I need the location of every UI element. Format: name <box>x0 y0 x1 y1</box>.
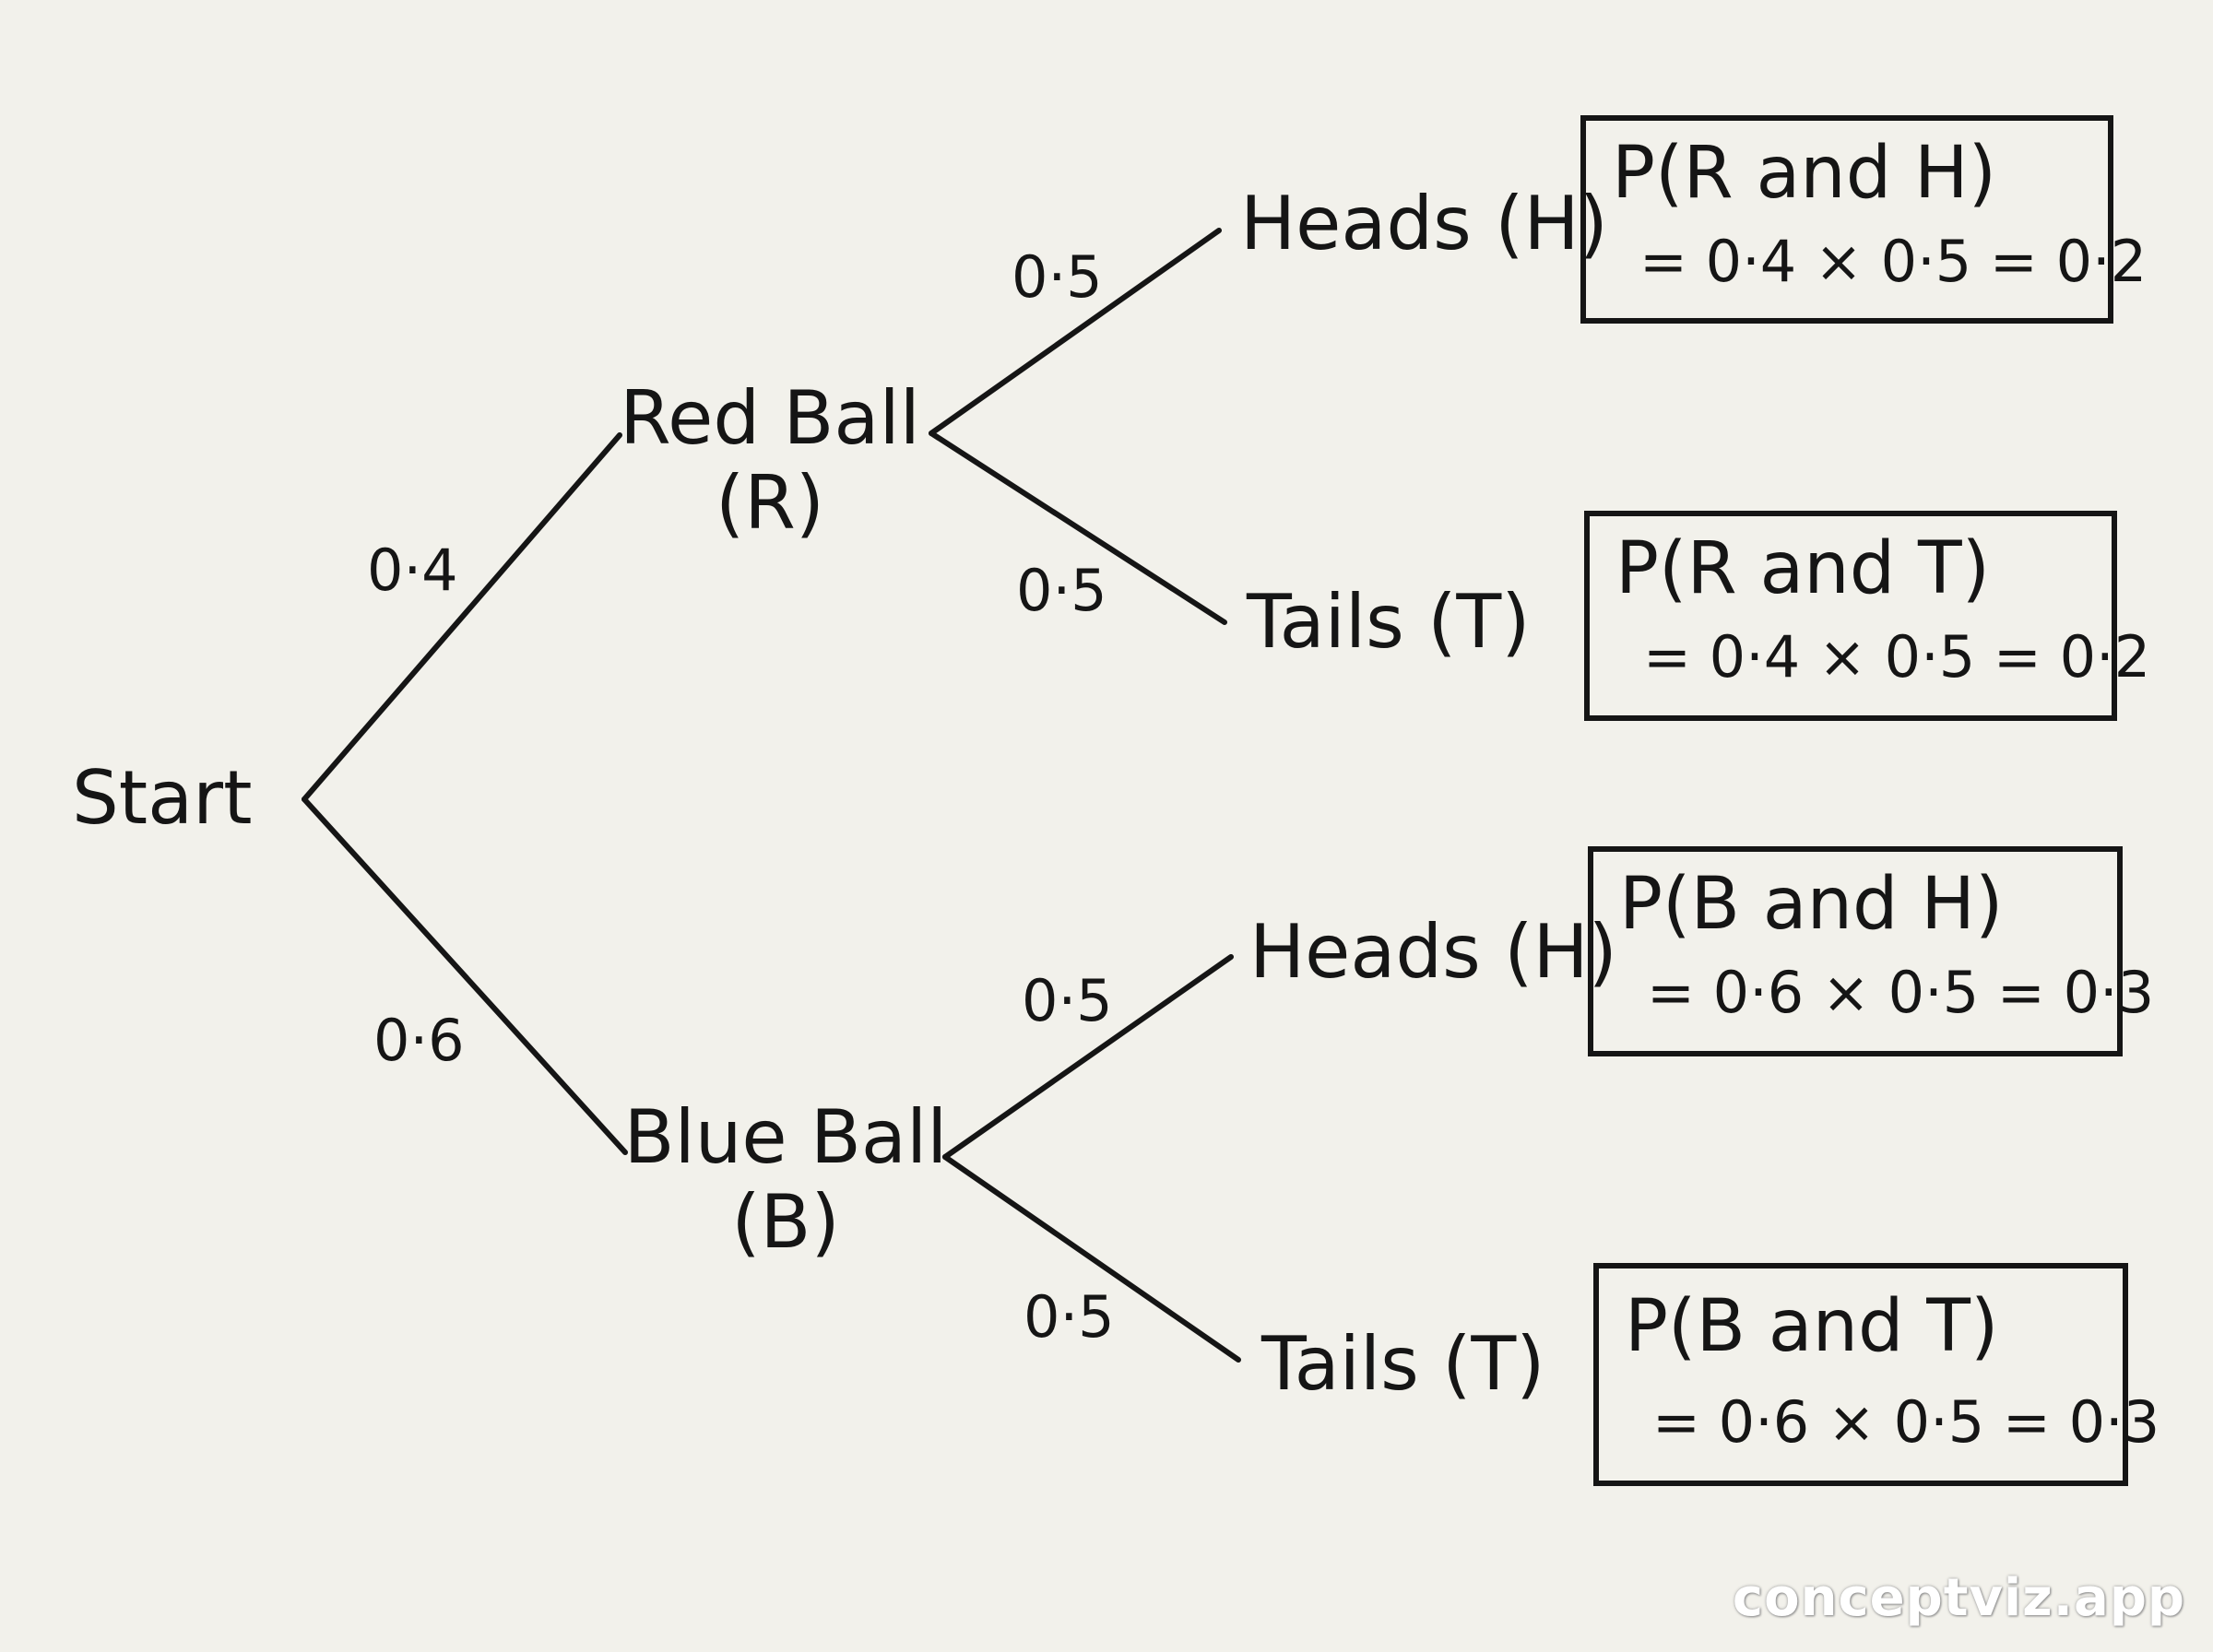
outcome-box-blue-tails: P(B and T) = 0·6 × 0·5 = 0·3 <box>1593 1263 2160 1486</box>
blue-ball-label: Blue Ball <box>623 1094 948 1180</box>
branch-start-red <box>302 432 622 802</box>
red-heads-node-label: Heads (H) <box>1240 181 1608 266</box>
red-ball-symbol: (R) <box>715 460 824 546</box>
outcome-box-blue-heads: P(B and H) = 0·6 × 0·5 = 0·3 <box>1588 846 2154 1056</box>
branch-red-heads <box>929 228 1222 436</box>
outcome-box-red-tails: P(R and T) = 0·4 × 0·5 = 0·2 <box>1584 511 2150 721</box>
prob-blue-heads: 0·5 <box>1022 967 1113 1034</box>
prob-red-ball: 0·4 <box>367 537 458 604</box>
outcome-title: P(R and T) <box>1615 527 1991 610</box>
outcome-calculation: = 0·4 × 0·5 = 0·2 <box>1639 228 2148 295</box>
prob-blue-tails: 0·5 <box>1024 1283 1115 1351</box>
outcome-box-red-heads: P(R and H) = 0·4 × 0·5 = 0·2 <box>1580 115 2147 324</box>
outcome-calculation: = 0·4 × 0·5 = 0·2 <box>1643 623 2151 690</box>
watermark-text: conceptviz.app <box>1732 1568 2185 1628</box>
branch-red-tails <box>929 431 1227 625</box>
red-ball-label: Red Ball <box>620 375 920 461</box>
outcome-title: P(R and H) <box>1612 132 1997 215</box>
outcome-calculation: = 0·6 × 0·5 = 0·3 <box>1647 959 2155 1026</box>
outcome-calculation: = 0·6 × 0·5 = 0·3 <box>1652 1388 2160 1456</box>
red-ball-node: Red Ball (R) <box>609 376 931 546</box>
red-tails-node-label: Tails (T) <box>1247 579 1531 665</box>
branch-blue-tails <box>942 1154 1241 1363</box>
prob-red-tails: 0·5 <box>1016 557 1107 624</box>
blue-ball-symbol: (B) <box>731 1179 840 1265</box>
outcome-title: P(B and T) <box>1625 1285 1999 1368</box>
blue-heads-node-label: Heads (H) <box>1249 909 1617 995</box>
prob-blue-ball: 0·6 <box>373 1007 465 1074</box>
outcome-title: P(B and H) <box>1619 863 2004 946</box>
prob-red-heads: 0·5 <box>1012 243 1103 311</box>
blue-tails-node-label: Tails (T) <box>1261 1321 1545 1407</box>
branch-start-blue <box>302 796 628 1155</box>
blue-ball-node: Blue Ball (B) <box>620 1095 952 1265</box>
start-node-label: Start <box>72 755 253 841</box>
branch-blue-heads <box>942 954 1234 1160</box>
